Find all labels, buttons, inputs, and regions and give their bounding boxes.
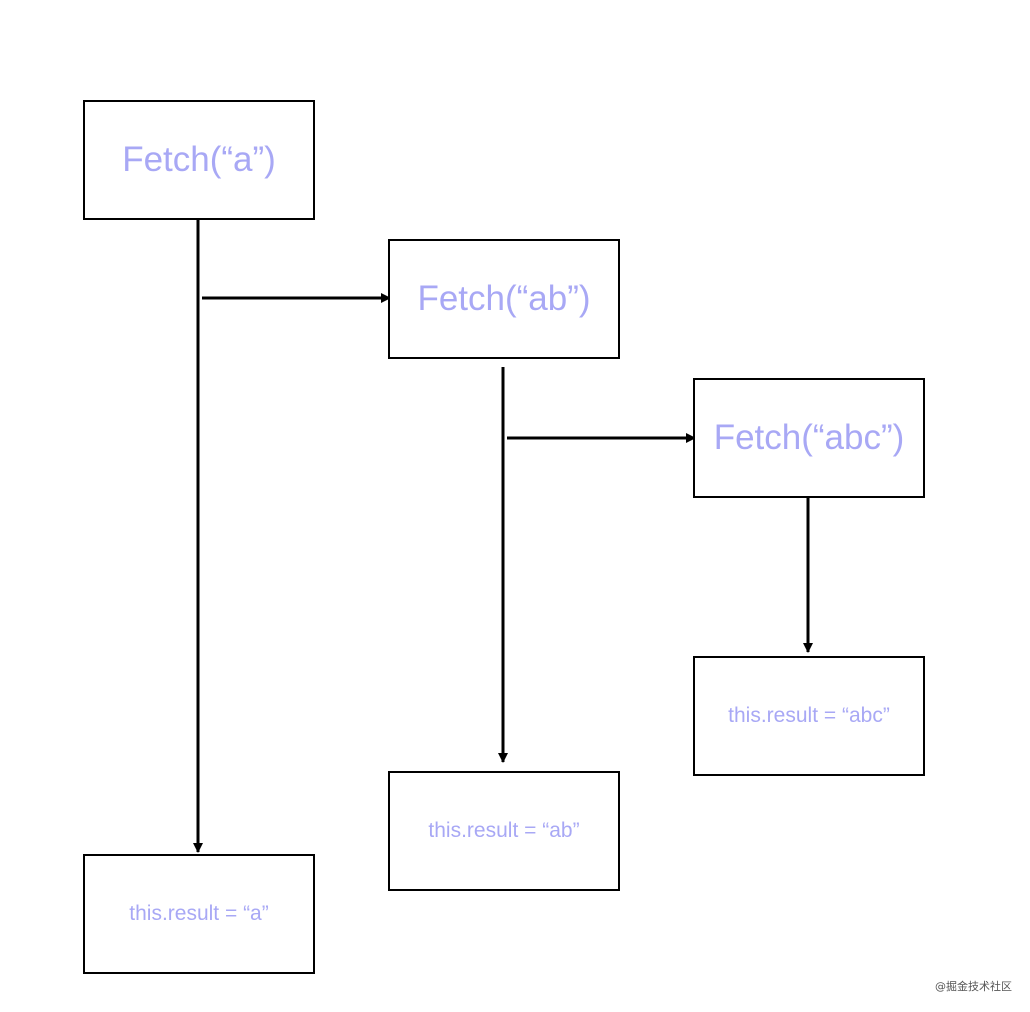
fetch-box-a: Fetch(“a”) — [83, 100, 315, 220]
result-box-ab-label: this.result = “ab” — [428, 819, 580, 842]
watermark: @掘金技术社区 — [935, 980, 1012, 993]
fetch-box-ab: Fetch(“ab”) — [388, 239, 620, 359]
result-box-ab: this.result = “ab” — [388, 771, 620, 891]
fetch-box-ab-label: Fetch(“ab”) — [417, 279, 591, 318]
result-box-a-label: this.result = “a” — [129, 902, 269, 925]
fetch-box-abc-label: Fetch(“abc”) — [713, 418, 905, 457]
result-box-abc: this.result = “abc” — [693, 656, 925, 776]
fetch-box-a-label: Fetch(“a”) — [122, 140, 276, 179]
fetch-box-abc: Fetch(“abc”) — [693, 378, 925, 498]
result-box-a: this.result = “a” — [83, 854, 315, 974]
result-box-abc-label: this.result = “abc” — [728, 704, 890, 727]
